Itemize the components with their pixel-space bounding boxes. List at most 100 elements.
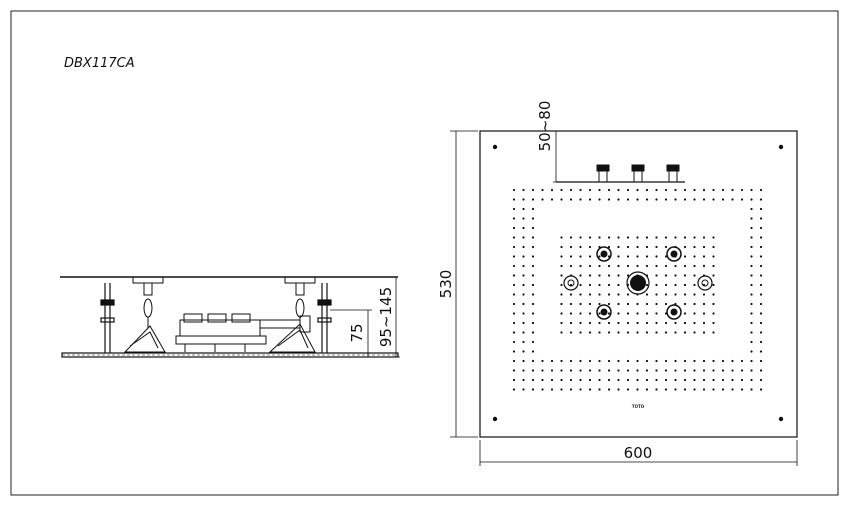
nozzle-dot [636,378,639,382]
nozzle-dot [569,255,573,258]
nozzle-dot [512,388,516,391]
nozzle-dot [588,388,592,391]
top-dimension-lines [450,130,798,466]
nozzle-dot [759,350,763,353]
nozzle-dot [655,236,658,239]
corner-screw [778,144,784,150]
nozzle-dot [522,226,525,230]
nozzle-dot [750,207,753,211]
nozzle-dot [522,340,525,344]
nozzle-dot [750,264,753,268]
nozzle-dot [531,388,535,391]
nozzle-dot [607,388,611,391]
nozzle-dot [712,293,715,296]
nozzle-dot [683,369,687,372]
nozzle-dot [512,274,516,277]
nozzle-dot [664,274,668,277]
nozzle-dot [531,331,535,334]
nozzle-dot [579,388,582,391]
nozzle-dot [617,312,620,315]
nozzle-dot [693,378,696,382]
nozzle-dot [750,312,753,315]
nozzle-dot [674,283,677,287]
nozzle-dot [550,188,554,192]
nozzle-dot [588,188,592,192]
nozzle-dot [655,369,658,372]
nozzle-dot [626,312,630,315]
nozzle-dot [750,331,753,334]
nozzle-dot [664,331,668,334]
nozzle-dot [617,369,620,372]
nozzle-dot [522,236,525,239]
nozzle-dot [655,188,658,192]
nozzle-dot [560,264,563,268]
nozzle-dot [674,188,677,192]
center-light [626,271,650,295]
jet-nozzle [596,246,612,262]
nozzle-dot [607,293,611,296]
nozzle-dot [522,255,525,258]
nozzle-dot [740,388,744,391]
nozzle-dot [759,340,763,344]
nozzle-dot [588,264,592,268]
nozzle-dot [759,198,763,201]
nozzle-dot [579,293,582,296]
nozzle-dot [636,198,639,201]
nozzle-dot [712,274,715,277]
nozzle-dot [693,369,696,372]
nozzle-dot [522,359,525,363]
nozzle-dot [655,388,658,391]
nozzle-dot [579,188,582,192]
nozzle-dot [636,312,639,315]
nozzle-dot [598,274,601,277]
nozzle-dot [522,388,525,391]
nozzle-dot [674,331,677,334]
nozzle-dot [522,312,525,315]
nozzle-dot [522,369,525,372]
nozzle-dot [531,350,535,353]
nozzle-dot [607,264,611,268]
nozzle-dot [569,312,573,315]
nozzle-dot [702,369,706,372]
nozzle-dot [550,198,554,201]
nozzle-dot [721,378,725,382]
nozzle-dot [569,378,573,382]
nozzle-dot [664,283,668,287]
nozzle-dot [683,359,687,363]
nozzle-dot [541,198,544,201]
corner-screw [492,416,498,422]
nozzle-dot [598,378,601,382]
nozzle-dot [636,255,639,258]
nozzle-dot [579,302,582,306]
nozzle-dot [588,331,592,334]
nozzle-dot [531,226,535,230]
nozzle-dot [645,188,649,192]
jet-nozzle [666,246,682,262]
nozzle-dot [512,198,516,201]
nozzle-dot [617,302,620,306]
nozzle-dot [617,255,620,258]
nozzle-dot [531,293,535,296]
nozzle-dot [560,369,563,372]
nozzle-dot [750,226,753,230]
nozzle-dot [598,331,601,334]
nozzle-dot [731,369,734,372]
nozzle-dot [550,378,554,382]
nozzle-dot [750,245,753,249]
nozzle-dot [598,312,601,315]
nozzle-dot [617,378,620,382]
nozzle-dot [712,236,715,239]
nozzle-dot [598,359,601,363]
nozzle-dot [522,378,525,382]
nozzle-dot [750,188,753,192]
dim-body-height: 75 [348,323,366,342]
nozzle-dot [636,264,639,268]
nozzle-dot [626,255,630,258]
nozzle-dot [645,245,649,249]
nozzle-dot [683,188,687,192]
nozzle-dot [759,274,763,277]
nozzle-dot [522,293,525,296]
nozzle-dot [702,188,706,192]
side-view: 95~145 75 [60,276,400,358]
nozzle-dot [702,255,706,258]
